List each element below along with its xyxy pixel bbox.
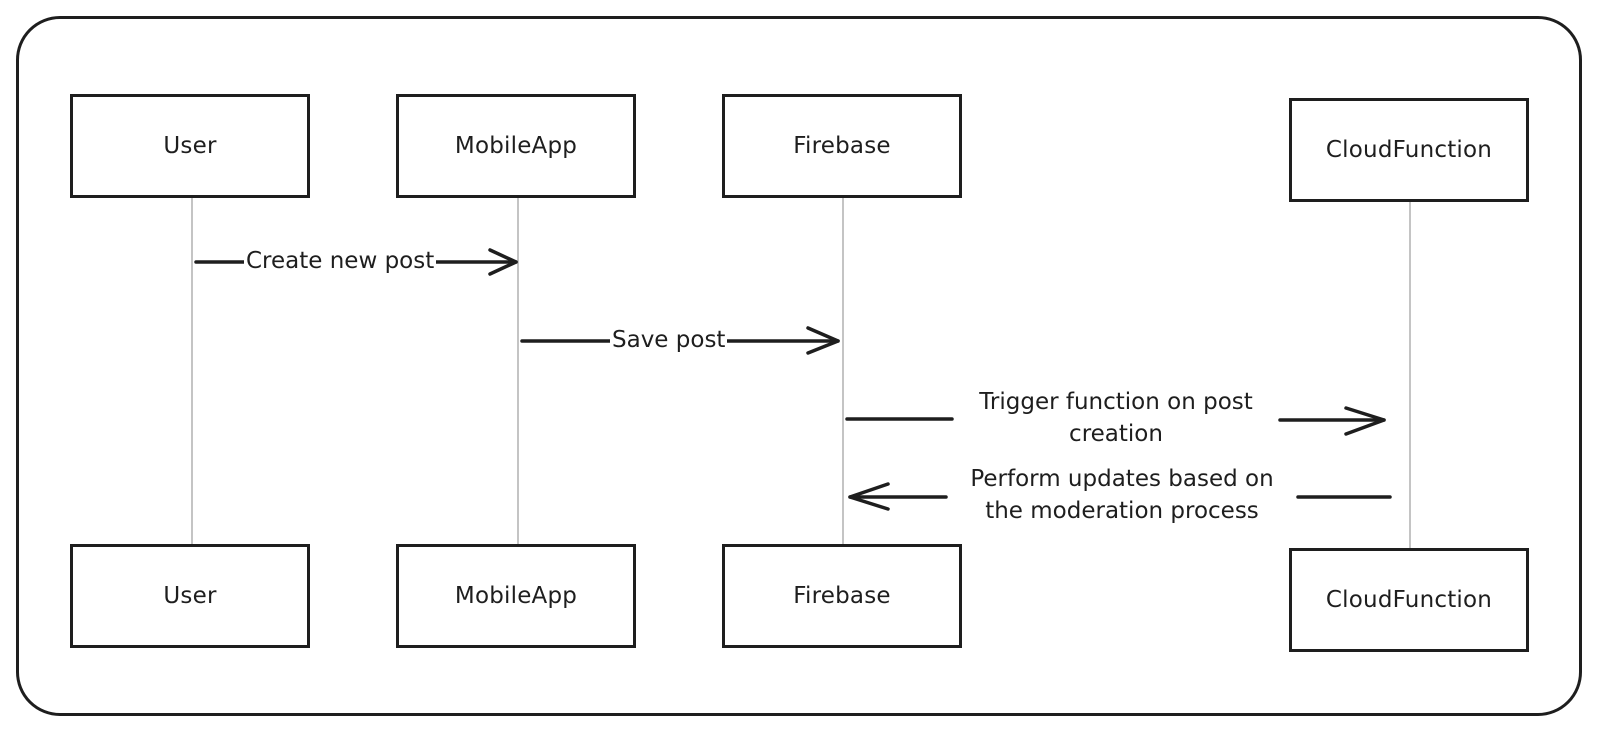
message-label-line: Trigger function on post xyxy=(979,389,1253,415)
participant-label: Firebase xyxy=(793,133,891,159)
participant-label: Firebase xyxy=(793,583,891,609)
arrow-create-post-head xyxy=(488,248,518,276)
participant-label: User xyxy=(163,133,217,159)
participant-label: MobileApp xyxy=(454,583,578,609)
participant-label: MobileApp xyxy=(454,133,578,159)
participant-firebase-top: Firebase xyxy=(722,94,962,198)
message-label-line: the moderation process xyxy=(985,498,1259,524)
message-label-line: creation xyxy=(1069,421,1163,447)
arrow-save-post-head xyxy=(806,326,840,355)
participant-mobileapp-top: MobileApp xyxy=(396,94,636,198)
participant-cloudfunction-bottom: CloudFunction xyxy=(1289,548,1529,652)
participant-label: CloudFunction xyxy=(1325,587,1493,613)
participant-cloudfunction-top: CloudFunction xyxy=(1289,98,1529,202)
participant-user-bottom: User xyxy=(70,544,310,648)
message-label-updates: Perform updates based on the moderation … xyxy=(968,463,1276,527)
diagram-frame xyxy=(16,16,1582,716)
message-label-create-post: Create new post xyxy=(244,245,437,277)
arrow-trigger-head xyxy=(1344,406,1386,436)
participant-label: User xyxy=(163,583,217,609)
message-label-line: Perform updates based on xyxy=(970,466,1274,492)
message-label-save-post: Save post xyxy=(610,324,728,356)
participant-firebase-bottom: Firebase xyxy=(722,544,962,648)
participant-label: CloudFunction xyxy=(1325,137,1493,163)
arrow-updates-head xyxy=(848,482,890,511)
participant-mobileapp-bottom: MobileApp xyxy=(396,544,636,648)
message-label-trigger: Trigger function on post creation xyxy=(977,386,1255,450)
participant-user-top: User xyxy=(70,94,310,198)
